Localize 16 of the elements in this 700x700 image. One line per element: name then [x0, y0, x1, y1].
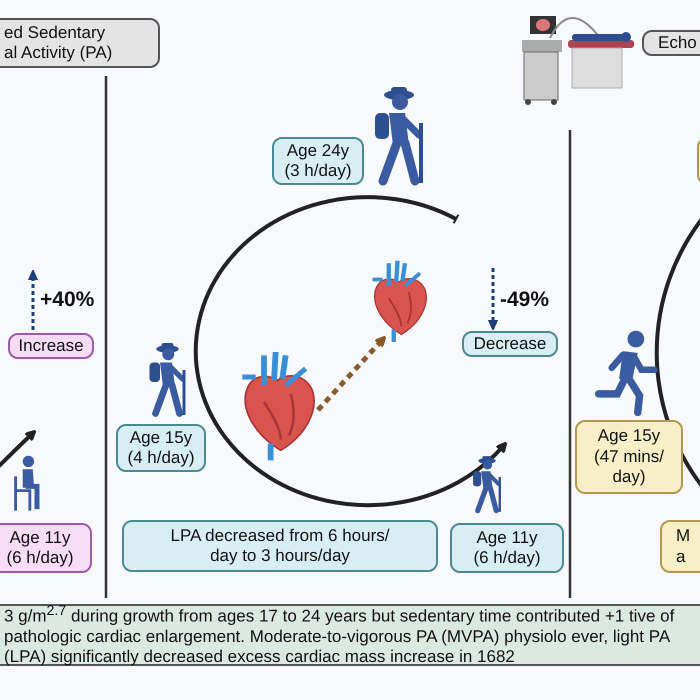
header-box: Echo	[642, 30, 700, 56]
status-box: Increase	[8, 333, 94, 359]
age-box: Age 24y (3 h/day)	[272, 137, 364, 185]
arrow	[316, 336, 386, 412]
heart-drawing	[370, 260, 430, 344]
summary-panel: 3 g/m$^{2.7}$ during growth from ages 17 to 24 years but sedentary time contributed +1 tive of pathologic cardiac enlargement. Moderate-to-vigorous PA (MVPA) physiolo ever, light PA (LPA) significantly decreased excess cardiac mass increase in 1682	[0, 604, 700, 666]
age-box: Age 11y (6 h/day)	[0, 523, 92, 573]
status-box: Decrease	[462, 331, 558, 357]
percent-label: +40%	[40, 288, 94, 312]
header-box: ed Sedentary al Activity (PA)	[0, 18, 160, 68]
percent-label: -49%	[500, 288, 550, 312]
age-box: Age 11y (6 h/day)	[450, 523, 564, 573]
summary-box: M a	[660, 520, 700, 573]
age-box: Age 15y (4 h/day)	[116, 424, 206, 472]
age-box: Age 15y (47 mins/ day)	[575, 420, 683, 494]
summary-box: LPA decreased from 6 hours/ day to 3 hours/day	[122, 520, 438, 572]
